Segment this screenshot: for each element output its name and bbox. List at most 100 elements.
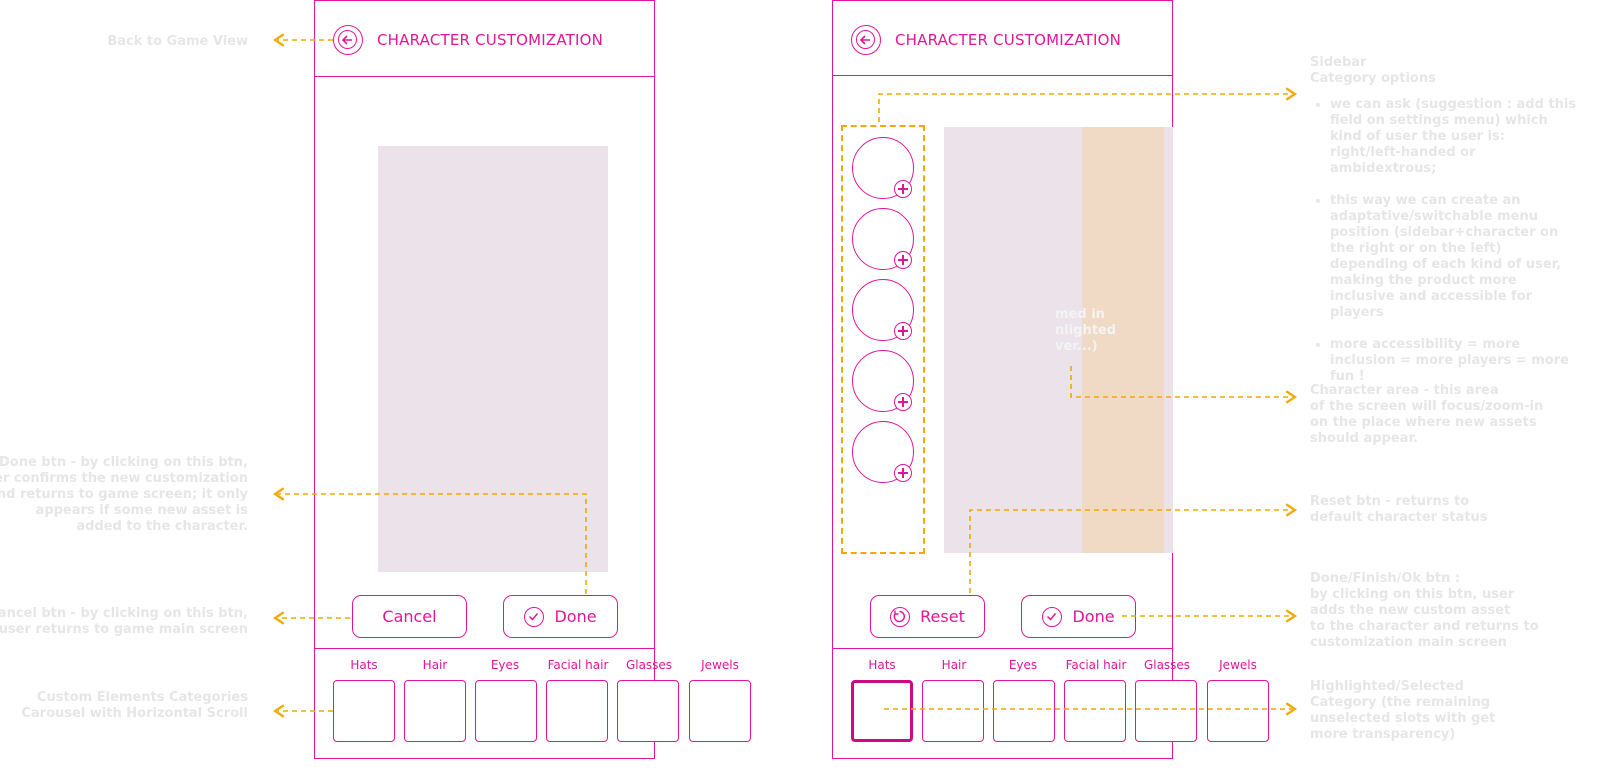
arrow-left-circle-icon <box>856 30 875 49</box>
reset-button[interactable]: Reset <box>870 595 985 638</box>
annotation-line: Character area - this area <box>1310 383 1499 398</box>
annotation-line: added to the character. <box>76 519 248 534</box>
annotation-line: Sidebar <box>1310 55 1367 70</box>
check-circle-icon <box>1042 606 1063 627</box>
annotation-carousel: Custom Elements Categories Carousel with… <box>21 690 248 722</box>
annotation-bullets: we can ask (suggestion : add this field … <box>1310 97 1580 385</box>
arrow-left-circle-icon <box>338 30 357 49</box>
faded-canvas-text: med in nlighted ver...) <box>1055 307 1116 355</box>
annotation-back: Back to Game View <box>107 34 248 49</box>
annotation-done-right: Done/Finish/Ok btn : by clicking on this… <box>1310 571 1539 651</box>
arrow-left-icon <box>341 35 352 45</box>
annotation-bullet: more accessibility = more inclusion = mo… <box>1330 337 1580 385</box>
category-slot-hair[interactable] <box>922 680 984 742</box>
annotation-line: Reset btn - returns to <box>1310 494 1470 509</box>
cancel-button[interactable]: Cancel <box>352 595 467 638</box>
annotation-line: on the place where new assets <box>1310 415 1537 430</box>
zoom-highlight-area <box>1082 127 1164 553</box>
annotation-line: default character status <box>1310 510 1488 525</box>
category-slot-eyes[interactable] <box>475 680 537 742</box>
check-circle-icon <box>524 606 545 627</box>
annotation-highlighted: Highlighted/Selected Category (the remai… <box>1310 679 1495 743</box>
page-title: CHARACTER CUSTOMIZATION <box>895 31 1122 49</box>
add-icon[interactable] <box>894 251 912 269</box>
sidebar-dashed-frame <box>841 125 925 554</box>
add-icon[interactable] <box>894 180 912 198</box>
category-label-hair: Hair <box>422 658 448 672</box>
category-label-glasses: Glasses <box>1143 658 1191 672</box>
category-label-hair: Hair <box>941 658 967 672</box>
done-button[interactable]: Done <box>503 595 618 638</box>
done-label: Done <box>1072 607 1115 626</box>
add-icon[interactable] <box>894 322 912 340</box>
faded-text-line: nlighted <box>1055 323 1117 338</box>
page-title: CHARACTER CUSTOMIZATION <box>377 31 604 49</box>
annotation-line: unselected slots with get <box>1310 711 1496 726</box>
add-icon[interactable] <box>894 393 912 411</box>
annotation-line: more transparency) <box>1310 727 1456 742</box>
done-label: Done <box>554 607 597 626</box>
category-label-hats: Hats <box>350 658 378 672</box>
annotation-line: should appear. <box>1310 431 1418 446</box>
carousel-divider <box>833 648 1172 649</box>
category-slot-hats-selected[interactable] <box>851 680 913 742</box>
header-divider <box>833 75 1172 76</box>
back-button[interactable] <box>333 25 363 55</box>
arrow-left-icon <box>859 35 870 45</box>
add-icon[interactable] <box>894 464 912 482</box>
annotation-line: by clicking on this btn, user <box>1310 587 1515 602</box>
category-slot-glasses[interactable] <box>1135 680 1197 742</box>
right-phone-screen: CHARACTER CUSTOMIZATION med in nlighted … <box>832 0 1173 759</box>
category-slot-eyes[interactable] <box>993 680 1055 742</box>
category-slot-jewels[interactable] <box>689 680 751 742</box>
category-label-glasses: Glasses <box>625 658 673 672</box>
category-label-facial-hair: Facial hair <box>547 658 609 672</box>
category-label-hats: Hats <box>868 658 896 672</box>
category-slot-hats[interactable] <box>333 680 395 742</box>
annotation-line: Category (the remaining <box>1310 695 1491 710</box>
annotation-reset: Reset btn - returns to default character… <box>1310 494 1488 526</box>
category-slot-facial-hair[interactable] <box>546 680 608 742</box>
category-label-jewels: Jewels <box>701 658 739 672</box>
annotation-sidebar: Sidebar Category options we can ask (sug… <box>1310 55 1580 401</box>
annotation-line: Done btn - by clicking on this btn, <box>0 455 248 470</box>
annotation-line: appears if some new asset is <box>35 503 248 518</box>
annotation-bullet: this way we can create an adaptative/swi… <box>1330 193 1580 321</box>
annotation-line: Category options <box>1310 71 1436 86</box>
annotation-line: customization main screen <box>1310 635 1507 650</box>
category-label-facial-hair: Facial hair <box>1065 658 1127 672</box>
category-slot-jewels[interactable] <box>1207 680 1269 742</box>
annotation-cancel: Cancel btn - by clicking on this btn, us… <box>0 606 248 638</box>
cancel-label: Cancel <box>382 607 437 626</box>
annotation-line: adds the new custom asset <box>1310 603 1511 618</box>
left-phone-screen: CHARACTER CUSTOMIZATION Cancel Done <box>314 0 655 759</box>
header-divider <box>315 76 654 77</box>
annotation-line: Custom Elements Categories <box>36 690 248 705</box>
annotation-done-left: Done btn - by clicking on this btn, user… <box>0 455 248 535</box>
faded-text-line: ver...) <box>1055 339 1098 354</box>
annotation-character-area: Character area - this area of the screen… <box>1310 383 1543 447</box>
annotation-line: Carousel with Horizontal Scroll <box>21 706 248 721</box>
category-label-eyes: Eyes <box>490 658 520 672</box>
annotation-bullet: we can ask (suggestion : add this field … <box>1330 97 1580 177</box>
connector-reset <box>969 503 1297 593</box>
carousel-divider <box>315 648 654 649</box>
reset-label: Reset <box>920 607 965 626</box>
connector-sidebar <box>878 87 1297 122</box>
category-label-jewels: Jewels <box>1219 658 1257 672</box>
faded-text-line: med in <box>1055 307 1105 322</box>
back-button[interactable] <box>851 25 881 55</box>
category-slot-hair[interactable] <box>404 680 466 742</box>
annotation-line: to the character and returns to <box>1310 619 1539 634</box>
category-slot-glasses[interactable] <box>617 680 679 742</box>
annotation-line: of the screen will focus/zoom-in <box>1310 399 1544 414</box>
character-canvas <box>378 146 608 572</box>
annotation-line: and returns to game screen; it only <box>0 487 248 502</box>
annotation-line: Cancel btn - by clicking on this btn, <box>0 606 248 621</box>
category-slot-facial-hair[interactable] <box>1064 680 1126 742</box>
reset-hand-icon <box>890 606 911 627</box>
annotation-line: user returns to game main screen <box>0 622 248 637</box>
annotation-line: Highlighted/Selected <box>1310 679 1464 694</box>
annotation-line: user confirms the new customization <box>0 471 248 486</box>
